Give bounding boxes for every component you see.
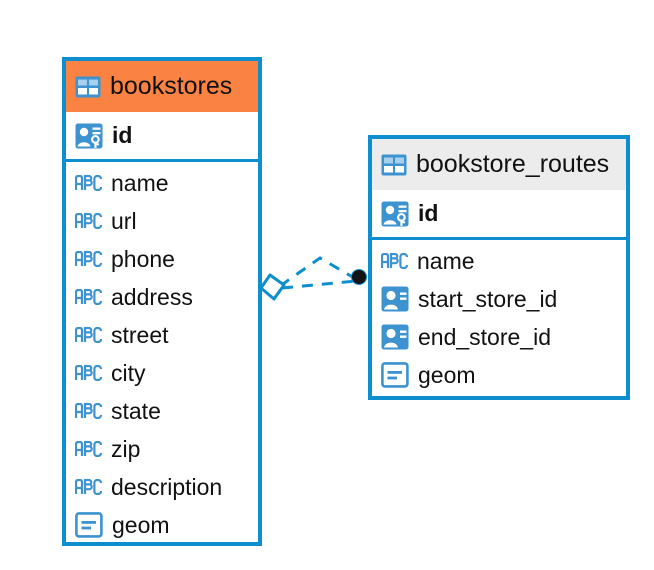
primary-key-section: id bbox=[66, 112, 258, 162]
table-icon bbox=[381, 154, 407, 176]
entity-bookstores[interactable]: bookstores id bbox=[62, 57, 262, 546]
field-row-end-store-id[interactable]: end_store_id bbox=[372, 318, 626, 356]
field-label: geom bbox=[418, 361, 476, 388]
field-label: start_store_id bbox=[418, 285, 558, 312]
geometry-type-icon bbox=[381, 362, 409, 388]
text-type-icon bbox=[74, 212, 103, 230]
table-icon bbox=[75, 76, 101, 98]
field-label: name bbox=[111, 169, 169, 196]
entity-title: bookstore_routes bbox=[416, 150, 610, 178]
primary-key-section: id bbox=[372, 190, 626, 240]
field-label: id bbox=[418, 200, 439, 226]
entity-header-bookstores[interactable]: bookstores bbox=[66, 61, 258, 112]
field-row-id[interactable]: id bbox=[66, 112, 258, 159]
field-label: zip bbox=[111, 435, 141, 462]
field-label: geom bbox=[112, 511, 170, 538]
field-label: name bbox=[417, 247, 475, 274]
text-type-icon bbox=[74, 364, 103, 382]
field-row-geom[interactable]: geom bbox=[66, 506, 258, 544]
field-row-id[interactable]: id bbox=[372, 190, 626, 237]
field-label: id bbox=[112, 122, 133, 148]
field-label: phone bbox=[111, 245, 175, 272]
text-type-icon bbox=[74, 402, 103, 420]
field-label: city bbox=[111, 359, 146, 386]
text-type-icon bbox=[74, 250, 103, 268]
field-row-zip[interactable]: zip bbox=[66, 430, 258, 468]
foreign-key-icon bbox=[381, 286, 409, 312]
field-row-address[interactable]: address bbox=[66, 278, 258, 316]
field-label: end_store_id bbox=[418, 323, 551, 350]
field-label: url bbox=[111, 207, 137, 234]
relationship-line-upper bbox=[279, 256, 357, 288]
field-row-name[interactable]: name bbox=[372, 242, 626, 280]
diamond-marker[interactable] bbox=[259, 273, 286, 301]
primary-key-icon bbox=[381, 200, 409, 228]
primary-key-icon bbox=[75, 122, 103, 150]
foreign-key-icon bbox=[381, 324, 409, 350]
field-row-name[interactable]: name bbox=[66, 164, 258, 202]
geometry-type-icon bbox=[75, 512, 103, 538]
text-type-icon bbox=[74, 174, 103, 192]
field-row-city[interactable]: city bbox=[66, 354, 258, 392]
field-row-start-store-id[interactable]: start_store_id bbox=[372, 280, 626, 318]
text-type-icon bbox=[380, 252, 409, 270]
filled-circle-marker[interactable] bbox=[351, 269, 367, 285]
field-label: description bbox=[111, 473, 223, 500]
field-label: state bbox=[111, 397, 161, 424]
field-section: name url bbox=[66, 162, 258, 544]
text-type-icon bbox=[74, 478, 103, 496]
field-row-geom[interactable]: geom bbox=[372, 356, 626, 394]
relationship-line-lower bbox=[281, 279, 357, 290]
entity-bookstore-routes[interactable]: bookstore_routes id bbox=[368, 135, 630, 400]
field-row-state[interactable]: state bbox=[66, 392, 258, 430]
field-row-phone[interactable]: phone bbox=[66, 240, 258, 278]
field-section: name start_store_id bbox=[372, 240, 626, 394]
field-row-url[interactable]: url bbox=[66, 202, 258, 240]
field-row-street[interactable]: street bbox=[66, 316, 258, 354]
field-label: address bbox=[111, 283, 193, 310]
entity-title: bookstores bbox=[110, 72, 233, 100]
text-type-icon bbox=[74, 326, 103, 344]
text-type-icon bbox=[74, 440, 103, 458]
field-label: street bbox=[111, 321, 169, 348]
text-type-icon bbox=[74, 288, 103, 306]
entity-header-bookstore-routes[interactable]: bookstore_routes bbox=[372, 139, 626, 190]
field-row-description[interactable]: description bbox=[66, 468, 258, 506]
